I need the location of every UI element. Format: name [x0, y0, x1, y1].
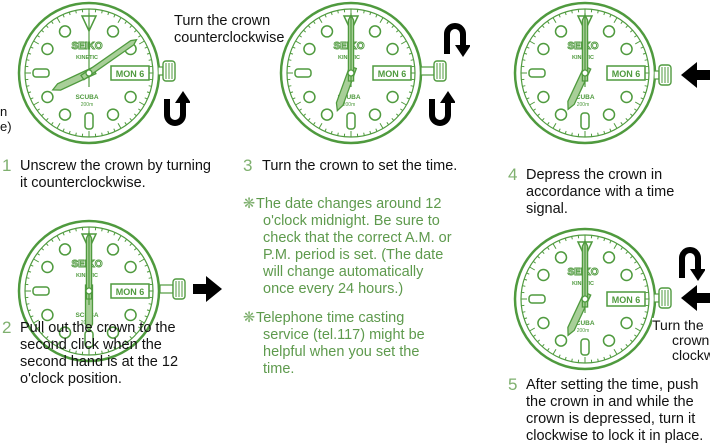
svg-text:200m: 200m: [343, 102, 356, 108]
step1-caption: Turn the crown counterclockwise: [174, 13, 284, 47]
date-change-note: ❋ The date changes around 12 o'clock mid…: [243, 196, 452, 298]
instruction-line: clockwise to lock it in place.: [526, 428, 703, 445]
note-line: o'clock midnight. Be sure to: [263, 213, 452, 230]
step-number: 2: [2, 319, 11, 336]
cut-line: e): [0, 119, 12, 134]
instruction-line: it counterclockwise.: [20, 175, 211, 192]
note-asterisk-icon: ❋: [243, 196, 255, 213]
note-line: P.M. period is set. (The date: [263, 247, 452, 264]
cut-line: n: [0, 104, 12, 119]
note-line: check that the correct A.M. or: [263, 230, 452, 247]
instruction-line: accordance with a time: [526, 184, 674, 201]
clockwise-arrow-icon: [675, 244, 705, 282]
crown-step4: [654, 62, 676, 88]
step4-instruction: 4 Depress the crown in accordance with a…: [508, 167, 674, 218]
instruction-line: second click when the: [20, 337, 178, 354]
caption-line: Turn the: [652, 318, 710, 333]
push-left-arrow-icon: [680, 61, 710, 89]
note-line: will change automatically: [263, 264, 452, 281]
step1-left-cut: n e): [0, 104, 12, 134]
rotate-up-arrow-icon: [425, 89, 455, 131]
note-line: once every 24 hours.): [263, 281, 452, 298]
note-line: The date changes around 12: [256, 196, 452, 213]
svg-text:MON 6: MON 6: [612, 69, 641, 79]
instruction-line: the crown in and while the: [526, 394, 703, 411]
caption-line: clockwise: [672, 348, 710, 363]
svg-text:SEIKO: SEIKO: [71, 41, 102, 52]
note-line: service (tel.117) might be: [263, 327, 425, 344]
svg-text:MON 6: MON 6: [612, 295, 641, 305]
instruction-line: o'clock position.: [20, 371, 178, 388]
note-line: time.: [263, 361, 425, 378]
instruction-line: Unscrew the crown by turning: [20, 158, 211, 175]
svg-text:200m: 200m: [81, 102, 94, 108]
svg-text:200m: 200m: [577, 328, 590, 334]
instruction-line: Depress the crown in: [526, 167, 674, 184]
svg-text:MON 6: MON 6: [116, 69, 145, 79]
counterclockwise-arrow-icon: [160, 89, 190, 131]
step-number: 4: [508, 166, 517, 183]
crown-step1: [158, 58, 180, 84]
step-number: 3: [243, 157, 252, 174]
note-line: helpful when you set the: [263, 344, 425, 361]
note-asterisk-icon: ❋: [243, 310, 255, 327]
crown-step3: [421, 58, 451, 84]
step5-instruction: 5 After setting the time, push the crown…: [508, 377, 703, 445]
svg-text:KINETIC: KINETIC: [76, 55, 98, 61]
step-number: 5: [508, 376, 517, 393]
instruction-line: signal.: [526, 201, 674, 218]
svg-text:MON 6: MON 6: [116, 287, 145, 297]
instruction-line: crown is depressed, turn it: [526, 411, 703, 428]
svg-text:MON 6: MON 6: [378, 69, 407, 79]
svg-text:200m: 200m: [577, 102, 590, 108]
instruction-line: second hand is at the 12: [20, 354, 178, 371]
step2-instruction: 2 Pull out the crown to the second click…: [0, 320, 178, 388]
caption-line: counterclockwise: [174, 30, 284, 47]
instruction-line: Pull out the crown to the: [20, 320, 178, 337]
svg-text:SCUBA: SCUBA: [75, 94, 98, 101]
crown-step2: [160, 276, 190, 302]
step3-instruction: 3 Turn the crown to set the time.: [243, 158, 457, 175]
caption-line: Turn the crown: [174, 13, 284, 30]
instruction-line: Turn the crown to set the time.: [262, 158, 457, 175]
telephone-note: ❋ Telephone time casting service (tel.11…: [243, 310, 425, 378]
caption-line: crown: [672, 333, 710, 348]
push-left-arrow-icon: [680, 284, 710, 312]
pull-right-arrow-icon: [193, 275, 223, 303]
step5-caption: Turn the crown clockwise: [652, 318, 710, 363]
note-line: Telephone time casting: [256, 310, 425, 327]
crown-step5: [654, 285, 676, 311]
instruction-line: After setting the time, push: [526, 377, 703, 394]
rotate-down-arrow-icon: [440, 20, 470, 58]
step1-instruction: 1 Unscrew the crown by turning it counte…: [0, 158, 211, 192]
step-number: 1: [2, 157, 11, 174]
